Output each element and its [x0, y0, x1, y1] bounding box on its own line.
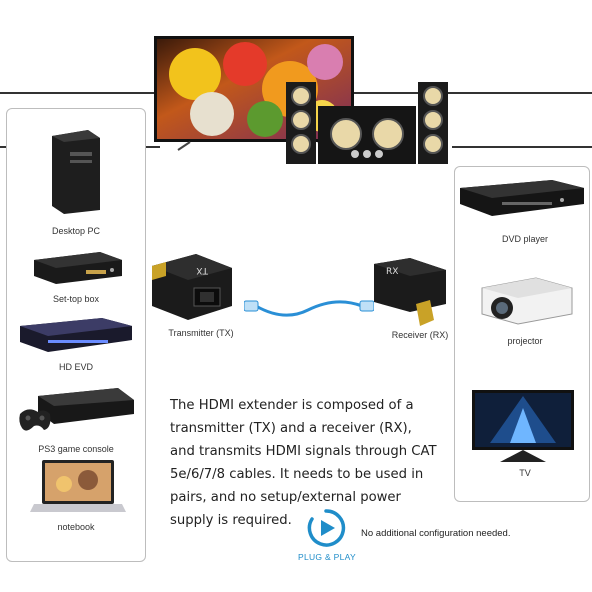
dvd-player-icon [460, 180, 584, 216]
receiver-adapter-image: RX [374, 258, 446, 326]
device-label-dvd-player: DVD player [501, 234, 548, 244]
dvd-player-icon [20, 318, 132, 352]
play-icon [307, 509, 346, 547]
plug-and-play-label: PLUG & PLAY [298, 552, 356, 562]
configuration-note: No additional configuration needed. [361, 528, 511, 539]
tv-with-speakers-image [154, 36, 448, 164]
product-description: The HDMI extender is composed of a trans… [170, 398, 437, 528]
projector-icon [481, 277, 573, 325]
game-console-icon [19, 388, 134, 431]
device-label-projector: projector [507, 336, 543, 346]
device-label-ps3: PS3 game console [38, 444, 114, 454]
laptop-icon [30, 460, 126, 512]
device-label-tv: TV [519, 468, 531, 478]
receiver-label: Receiver (RX) [391, 330, 449, 340]
transmitter-adapter-image: TX [152, 254, 232, 320]
desktop-pc-icon [52, 130, 100, 214]
ethernet-cable-image [244, 300, 374, 317]
device-label-notebook: notebook [57, 522, 95, 532]
device-label-desktop-pc: Desktop PC [51, 226, 101, 236]
set-top-box-icon [34, 252, 122, 284]
device-label-hd-evd: HD EVD [58, 362, 93, 372]
tx-print: TX [196, 265, 209, 275]
top-left-line [0, 92, 158, 94]
tv-icon [472, 390, 574, 462]
device-label-set-top-box: Set-top box [52, 294, 100, 304]
transmitter-label: Transmitter (TX) [168, 328, 234, 338]
top-right-line [350, 92, 592, 94]
rx-print: RX [386, 267, 398, 277]
mid-right-line [452, 146, 592, 148]
